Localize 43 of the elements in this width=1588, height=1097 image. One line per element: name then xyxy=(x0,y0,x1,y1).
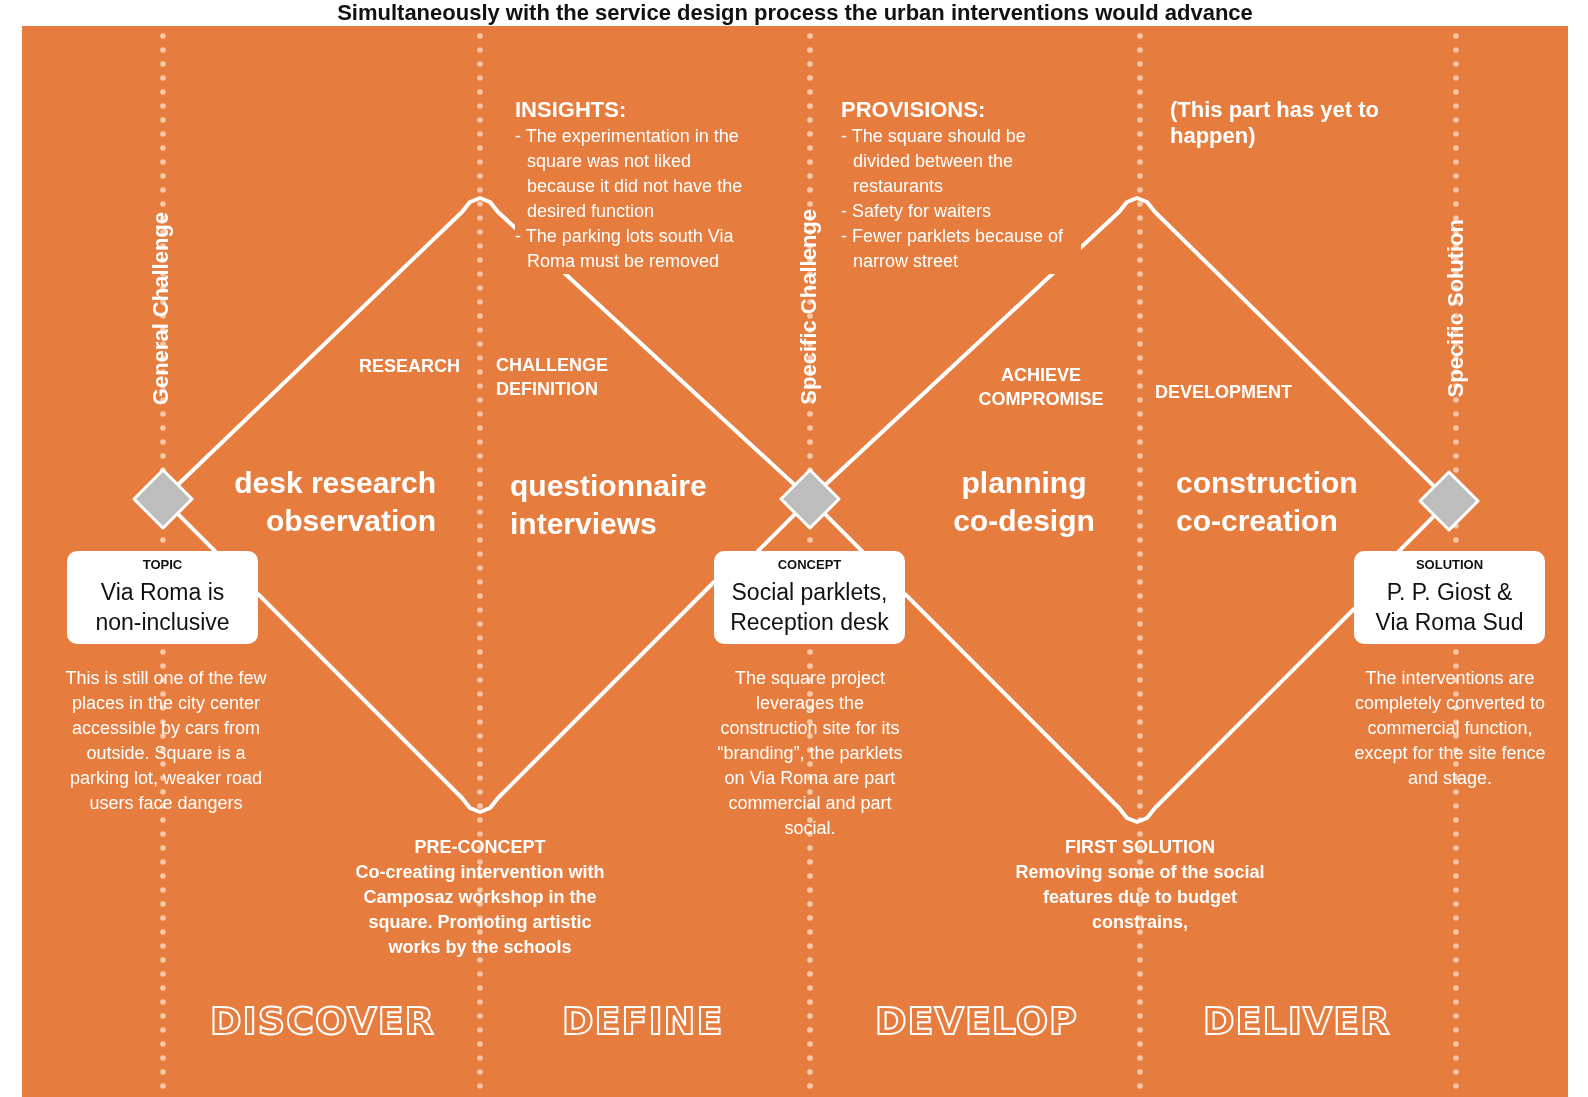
phase-title: DEVELOP xyxy=(875,999,1078,1043)
description-text: This is still one of the few places in the city center accessible by cars from outside. Square is a parking lot, weaker road users face dangers xyxy=(64,667,268,815)
phase-label: Specific Solution xyxy=(1443,219,1469,398)
junction-diamond xyxy=(1417,469,1481,533)
phase-label: General Challenge xyxy=(148,212,174,406)
phase-title: DELIVER xyxy=(1203,999,1391,1043)
connector-line xyxy=(823,196,1437,489)
connector-line xyxy=(175,511,218,554)
box-text: P. P. Giost & Via Roma Sud xyxy=(1374,578,1525,637)
method-text: planning co-design xyxy=(952,465,1096,539)
connector-line xyxy=(755,511,798,554)
stage-box xyxy=(714,551,905,644)
junction-diamond xyxy=(778,467,842,531)
connector-line xyxy=(903,592,1356,824)
description-text: The interventions are completely converted to commercial function, except for the site fence and stage. xyxy=(1353,667,1547,790)
activity-label: ACHIEVE COMPROMISE xyxy=(977,364,1105,411)
activity-label: CHALLENGE DEFINITION xyxy=(496,354,609,401)
box-heading: CONCEPT xyxy=(776,557,843,573)
title: Simultaneously with the service design process the urban interventions would advance xyxy=(336,0,1254,26)
box-heading: TOPIC xyxy=(141,557,184,573)
junction-diamond xyxy=(131,467,195,531)
heading: FIRST SOLUTION xyxy=(1064,836,1216,859)
phase-title: DISCOVER xyxy=(210,999,435,1043)
box-text: Social parklets, Reception desk xyxy=(729,578,890,637)
stage-box xyxy=(1354,551,1545,644)
connector-line xyxy=(822,511,865,554)
heading: PRE-CONCEPT xyxy=(413,836,547,859)
body-text: Co-creating intervention with Camposaz workshop in the square. Promoting artistic works by the schools xyxy=(354,861,606,959)
description-text: The square project leverages the construction site for its “branding”, the parklets on Via Roma are part commercial and part social. xyxy=(716,667,904,840)
activity-label: RESEARCH xyxy=(358,355,460,378)
stage-box xyxy=(67,551,258,644)
phase-label: Specific Challenge xyxy=(796,209,822,405)
box-heading: SOLUTION xyxy=(1414,557,1485,573)
body-text: Removing some of the social features due to budget constrains, xyxy=(1014,861,1266,934)
phase-title: DEFINE xyxy=(562,999,724,1043)
method-text: construction co-creation xyxy=(1176,465,1359,539)
activity-label: DEVELOPMENT xyxy=(1155,381,1293,404)
box-text: Via Roma is non-inclusive xyxy=(94,578,231,637)
connector-line xyxy=(256,580,716,814)
connector-line xyxy=(1396,513,1437,554)
method-text: questionnaire interviews xyxy=(510,468,708,542)
connector-line xyxy=(176,196,797,488)
method-text: desk research observation xyxy=(233,465,436,539)
